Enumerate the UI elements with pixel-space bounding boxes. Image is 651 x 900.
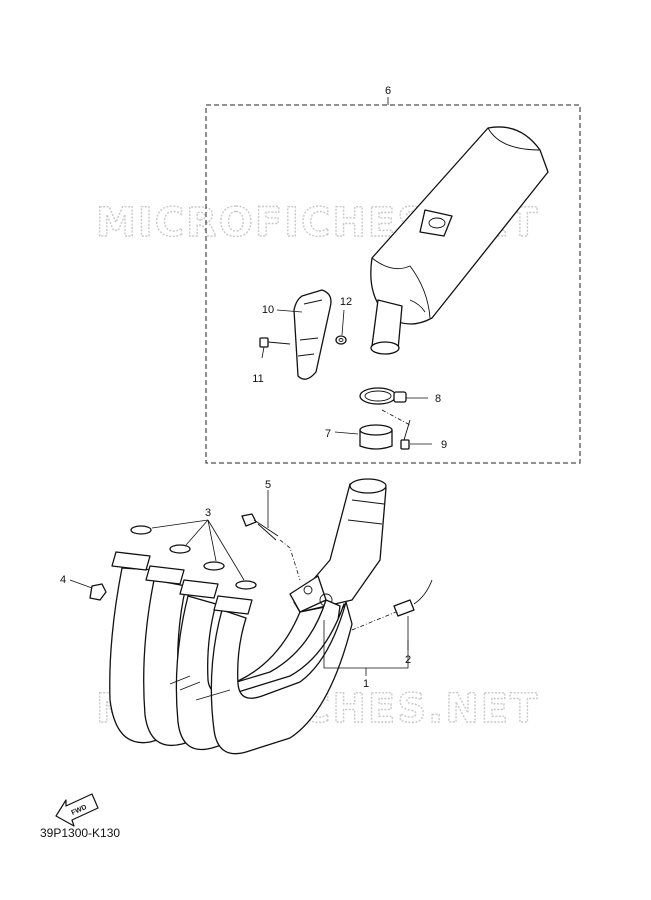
- callout-8: 8: [435, 393, 441, 405]
- clamp-8[interactable]: [359, 387, 407, 405]
- washer-12[interactable]: [335, 335, 347, 345]
- leader-3: [151, 519, 245, 581]
- callout-2: 2: [405, 654, 411, 666]
- alignment-line-2: [351, 611, 397, 631]
- heat-protector[interactable]: [293, 289, 332, 380]
- callout-9: 9: [441, 439, 447, 451]
- diagram-code: 39P1300-K130: [40, 826, 121, 840]
- leader-12: [341, 309, 345, 336]
- exhaust-pipe-assembly[interactable]: [109, 478, 387, 755]
- bolt-11[interactable]: [259, 337, 291, 348]
- callout-6: 6: [385, 85, 391, 97]
- leader-7: [334, 431, 359, 435]
- muffler-assembly-group-box: [205, 104, 581, 464]
- alignment-line-8-9: [381, 409, 411, 426]
- callout-5: 5: [265, 479, 271, 491]
- callout-7: 7: [325, 428, 331, 440]
- callout-3: 3: [205, 507, 211, 519]
- muffler[interactable]: [370, 126, 549, 355]
- callout-4: 4: [60, 574, 66, 586]
- alignment-line-5: [279, 539, 301, 581]
- callout-1: 1: [363, 678, 369, 690]
- gasket-7[interactable]: [359, 424, 393, 450]
- leader-4: [69, 579, 93, 589]
- forward-direction-icon: FWD: [55, 793, 99, 827]
- leader-11: [261, 346, 265, 359]
- bolt-5[interactable]: [241, 513, 279, 541]
- callout-12: 12: [340, 296, 352, 308]
- gaskets-3[interactable]: [130, 525, 257, 590]
- nut-4[interactable]: [89, 583, 107, 601]
- leader-10: [276, 309, 303, 313]
- callout-10: 10: [262, 304, 274, 316]
- callout-11: 11: [252, 373, 263, 385]
- bolt-9[interactable]: [400, 419, 411, 450]
- oxygen-sensor-2[interactable]: [393, 579, 433, 617]
